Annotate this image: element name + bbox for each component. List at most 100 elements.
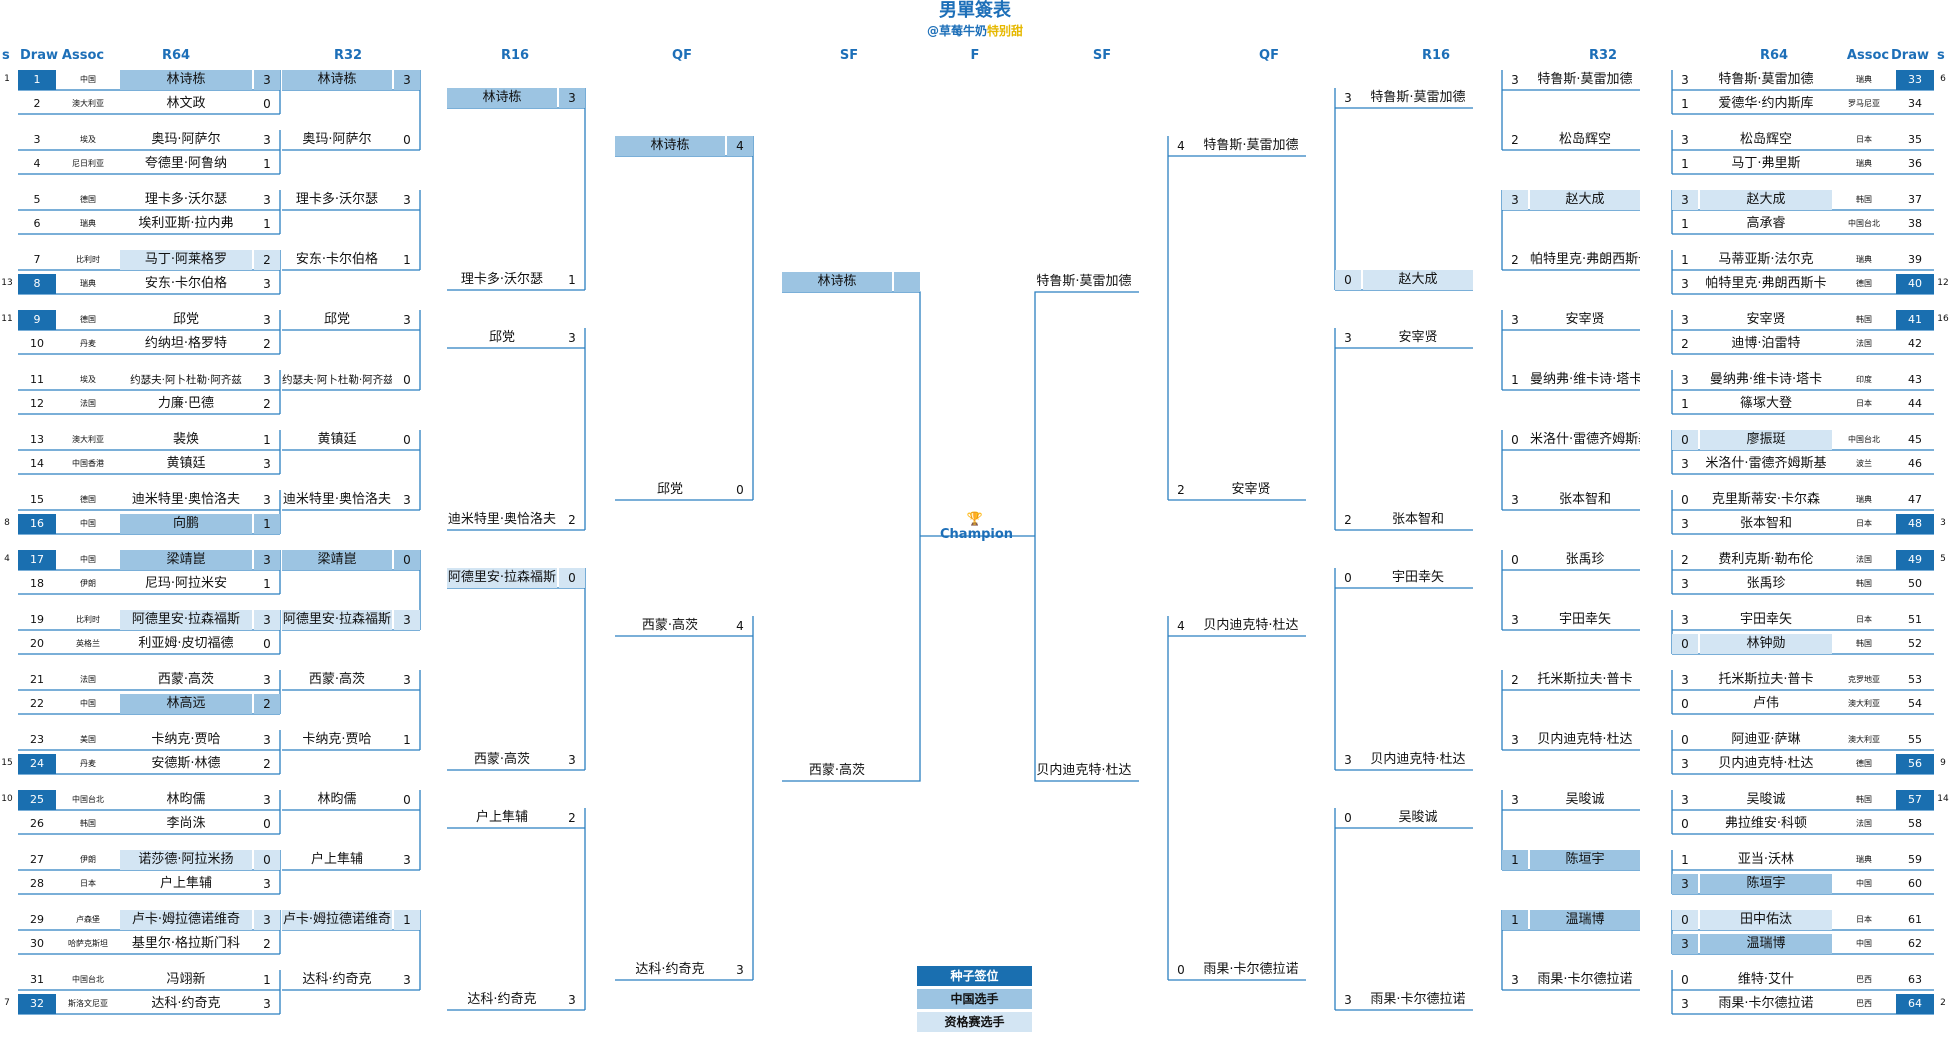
player-name: 温瑞博 — [1530, 910, 1640, 930]
match-score: 3 — [1344, 993, 1352, 1007]
match-score: 1 — [254, 514, 280, 534]
association: 德国 — [1856, 759, 1872, 768]
draw-number: 62 — [1908, 937, 1922, 950]
match-score: 2 — [263, 937, 271, 951]
player-name: 雨果·卡尔德拉诺 — [1718, 996, 1814, 1011]
player-name: 廖振珽 — [1700, 430, 1832, 450]
match-score: 2 — [1511, 133, 1519, 147]
player-name: 帕特里克·弗朗西斯卡 — [1705, 276, 1827, 291]
match-score: 3 — [403, 673, 411, 687]
match-score: 1 — [403, 253, 411, 267]
association: 韩国 — [1856, 195, 1872, 204]
match-score: 3 — [1681, 277, 1689, 291]
association: 波兰 — [1856, 459, 1872, 468]
association: 韩国 — [1856, 579, 1872, 588]
header-sf-right: SF — [1092, 48, 1112, 63]
association: 巴西 — [1856, 975, 1872, 984]
association: 中国台北 — [72, 795, 104, 804]
player-name: 林诗栋 — [782, 272, 892, 292]
match-score: 0 — [1681, 973, 1689, 987]
player-name: 林文政 — [166, 96, 206, 111]
player-name: 迪米特里·奥恰洛夫 — [282, 492, 392, 507]
draw-number: 29 — [30, 913, 44, 926]
player-name: 林诗栋 — [120, 70, 252, 90]
connector-line — [1034, 291, 1139, 782]
seed-number: 12 — [1937, 278, 1949, 288]
player-name: 亚当·沃林 — [1737, 852, 1795, 867]
draw-number: 35 — [1908, 133, 1922, 146]
match-score: 0 — [1511, 553, 1519, 567]
draw-number: 16 — [18, 514, 56, 534]
draw-number: 61 — [1908, 913, 1922, 926]
seed-number: 13 — [1, 278, 13, 288]
match-score: 3 — [263, 277, 271, 291]
draw-number: 63 — [1908, 973, 1922, 986]
association: 瑞典 — [1856, 159, 1872, 168]
player-name: 约瑟夫·阿卜杜勒·阿齐兹 — [282, 374, 392, 386]
match-score: 3 — [1511, 493, 1519, 507]
player-name: 迪博·泊雷特 — [1731, 336, 1801, 351]
association: 印度 — [1856, 375, 1872, 384]
player-name: 弗拉维安·科顿 — [1724, 816, 1808, 831]
draw-number: 10 — [30, 337, 44, 350]
draw-number: 64 — [1896, 994, 1934, 1014]
match-score: 0 — [254, 850, 280, 870]
player-name: 林昀儒 — [317, 792, 357, 807]
draw-number: 20 — [30, 637, 44, 650]
legend-seed: 种子签位 — [917, 966, 1032, 986]
association: 中国 — [80, 75, 96, 84]
match-score: 3 — [1511, 313, 1519, 327]
association: 日本 — [80, 879, 96, 888]
player-name: 费利克斯·勒布伦 — [1718, 552, 1814, 567]
player-name: 维特·艾什 — [1737, 972, 1795, 987]
match-score: 0 — [394, 550, 420, 570]
association: 丹麦 — [80, 759, 96, 768]
player-name: 吴晙诚 — [1565, 792, 1605, 807]
player-name: 克里斯蒂安·卡尔森 — [1711, 492, 1821, 507]
player-name: 温瑞博 — [1700, 934, 1832, 954]
player-name: 安德斯·林德 — [151, 756, 221, 771]
match-score: 0 — [263, 637, 271, 651]
match-score: 3 — [1681, 757, 1689, 771]
header-r64-left: R64 — [161, 48, 191, 63]
match-score — [1001, 272, 1027, 292]
player-name: 黄镇廷 — [317, 432, 357, 447]
match-score: 0 — [1681, 817, 1689, 831]
match-score: 4 — [727, 136, 753, 156]
player-name: 林诗栋 — [615, 136, 725, 156]
header-r16-left: R16 — [500, 48, 530, 63]
match-score: 3 — [263, 493, 271, 507]
match-score: 0 — [1335, 270, 1361, 290]
draw-number: 24 — [18, 754, 56, 774]
association: 克罗地亚 — [1848, 675, 1880, 684]
player-name: 梁靖崑 — [282, 550, 392, 570]
match-score: 1 — [1681, 853, 1689, 867]
legend-chinese: 中国选手 — [917, 989, 1032, 1009]
player-name: 贝内迪克特·杜达 — [1537, 732, 1633, 747]
draw-number: 60 — [1908, 877, 1922, 890]
player-name: 邱党 — [488, 330, 515, 345]
player-name: 阿德里安·拉森福斯 — [282, 610, 392, 630]
match-score: 3 — [254, 610, 280, 630]
